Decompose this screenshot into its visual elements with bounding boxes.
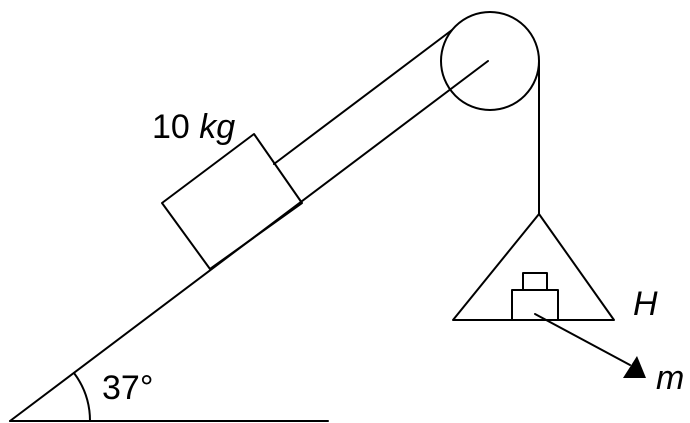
hanger-triangle xyxy=(452,213,615,321)
block-10kg xyxy=(161,133,303,270)
pointer-line xyxy=(534,313,631,366)
small-mass-bottom xyxy=(511,289,559,321)
hanger-label: H xyxy=(633,285,658,323)
small-mass-top xyxy=(522,272,548,291)
pulley xyxy=(440,11,540,111)
angle-label: 37° xyxy=(102,369,153,407)
mass-value: 10 xyxy=(152,108,190,146)
mass-label: 10 kg xyxy=(152,108,235,146)
small-mass-label: m xyxy=(656,359,684,397)
string-incline xyxy=(273,29,453,165)
pointer-arrowhead xyxy=(623,356,646,378)
mass-unit: kg xyxy=(199,108,235,146)
angle-arc xyxy=(73,372,91,422)
